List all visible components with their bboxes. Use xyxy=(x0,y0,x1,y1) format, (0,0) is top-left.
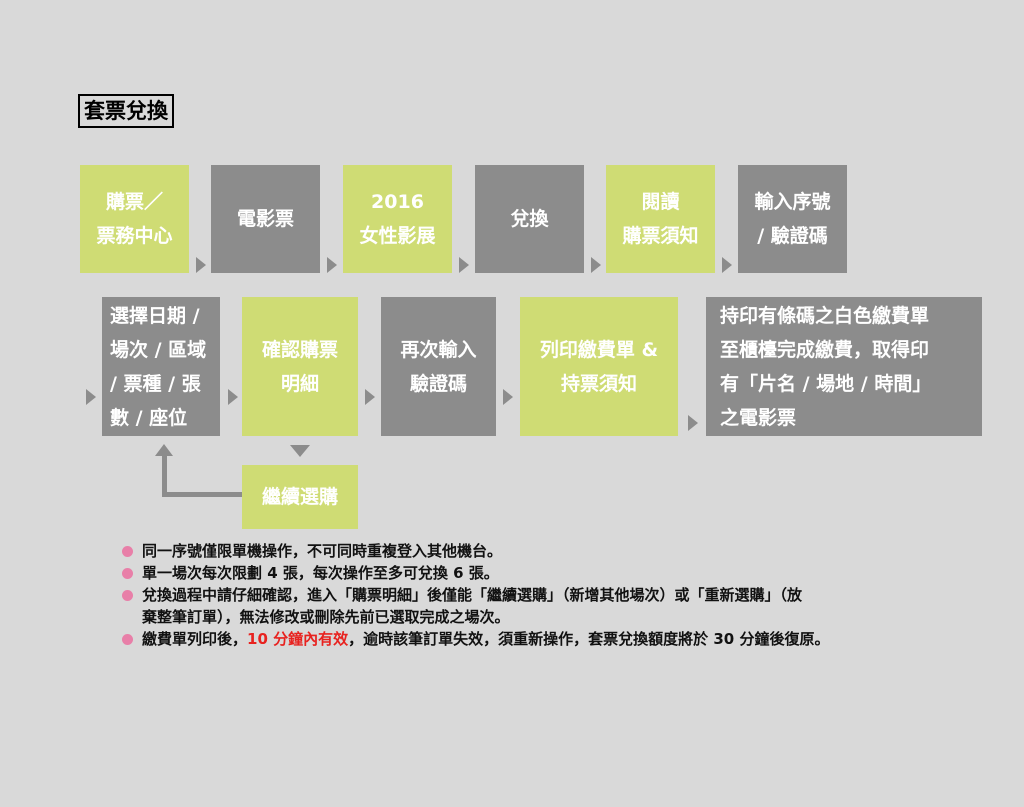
step-select-seats: 選擇日期 / 場次 / 區域 / 票種 / 張 數 / 座位 xyxy=(102,297,220,436)
step-print-slip: 列印繳費單 & 持票須知 xyxy=(520,297,678,436)
note-text: 兌換過程中請仔細確認，進入「購票明細」後僅能「繼續選購」（新增其他場次）或「重新… xyxy=(142,586,803,604)
notes-list: 同一序號僅限單機操作，不可同時重複登入其他機台。 單一場次每次限劃 4 張，每次… xyxy=(122,540,982,650)
step-enter-serial: 輸入序號 / 驗證碼 xyxy=(738,165,847,273)
arrow-right-icon xyxy=(722,257,732,273)
step-confirm-details: 確認購票 明細 xyxy=(242,297,358,436)
note-highlight: 10 分鐘內有效 xyxy=(247,630,349,648)
step-movie-ticket: 電影票 xyxy=(211,165,320,273)
step-festival: 2016 女性影展 xyxy=(343,165,452,273)
arrow-right-icon xyxy=(196,257,206,273)
note-item: 單一場次每次限劃 4 張，每次操作至多可兌換 6 張。 xyxy=(122,562,982,584)
arrow-down-icon xyxy=(290,445,310,457)
arrow-right-icon xyxy=(228,389,238,405)
arrow-right-icon xyxy=(327,257,337,273)
arrow-right-icon xyxy=(591,257,601,273)
arrow-right-icon xyxy=(459,257,469,273)
note-item: 兌換過程中請仔細確認，進入「購票明細」後僅能「繼續選購」（新增其他場次）或「重新… xyxy=(122,584,982,628)
step-read-notice: 閱讀 購票須知 xyxy=(606,165,715,273)
step-continue-purchase: 繼續選購 xyxy=(242,465,358,529)
note-item: 繳費單列印後，10 分鐘內有效，逾時該筆訂單失效，須重新操作，套票兌換額度將於 … xyxy=(122,628,982,650)
note-text-continued: 棄整筆訂單），無法修改或刪除先前已選取完成之場次。 xyxy=(142,608,510,626)
page-title: 套票兌換 xyxy=(78,94,174,128)
loop-line-horizontal xyxy=(162,492,242,497)
bullet-dot-icon xyxy=(122,590,133,601)
bullet-dot-icon xyxy=(122,546,133,557)
arrow-right-icon xyxy=(503,389,513,405)
arrow-right-icon xyxy=(365,389,375,405)
note-text: 繳費單列印後， xyxy=(142,630,248,648)
bullet-dot-icon xyxy=(122,634,133,645)
note-text: ，逾時該筆訂單失效，須重新操作，套票兌換額度將於 30 分鐘後復原。 xyxy=(348,630,830,648)
step-ticket-center: 購票／ 票務中心 xyxy=(80,165,189,273)
note-text: 同一序號僅限單機操作，不可同時重複登入其他機台。 xyxy=(142,542,503,560)
note-item: 同一序號僅限單機操作，不可同時重複登入其他機台。 xyxy=(122,540,982,562)
bullet-dot-icon xyxy=(122,568,133,579)
arrow-right-icon xyxy=(688,415,698,431)
step-exchange: 兌換 xyxy=(475,165,584,273)
note-text: 單一場次每次限劃 4 張，每次操作至多可兌換 6 張。 xyxy=(142,564,499,582)
step-reenter-code: 再次輸入 驗證碼 xyxy=(381,297,496,436)
arrow-up-icon xyxy=(155,444,173,456)
step-pay-counter: 持印有條碼之白色繳費單 至櫃檯完成繳費，取得印 有「片名 / 場地 / 時間」 … xyxy=(706,297,982,436)
loop-line-vertical xyxy=(162,456,167,497)
arrow-right-icon xyxy=(86,389,96,405)
